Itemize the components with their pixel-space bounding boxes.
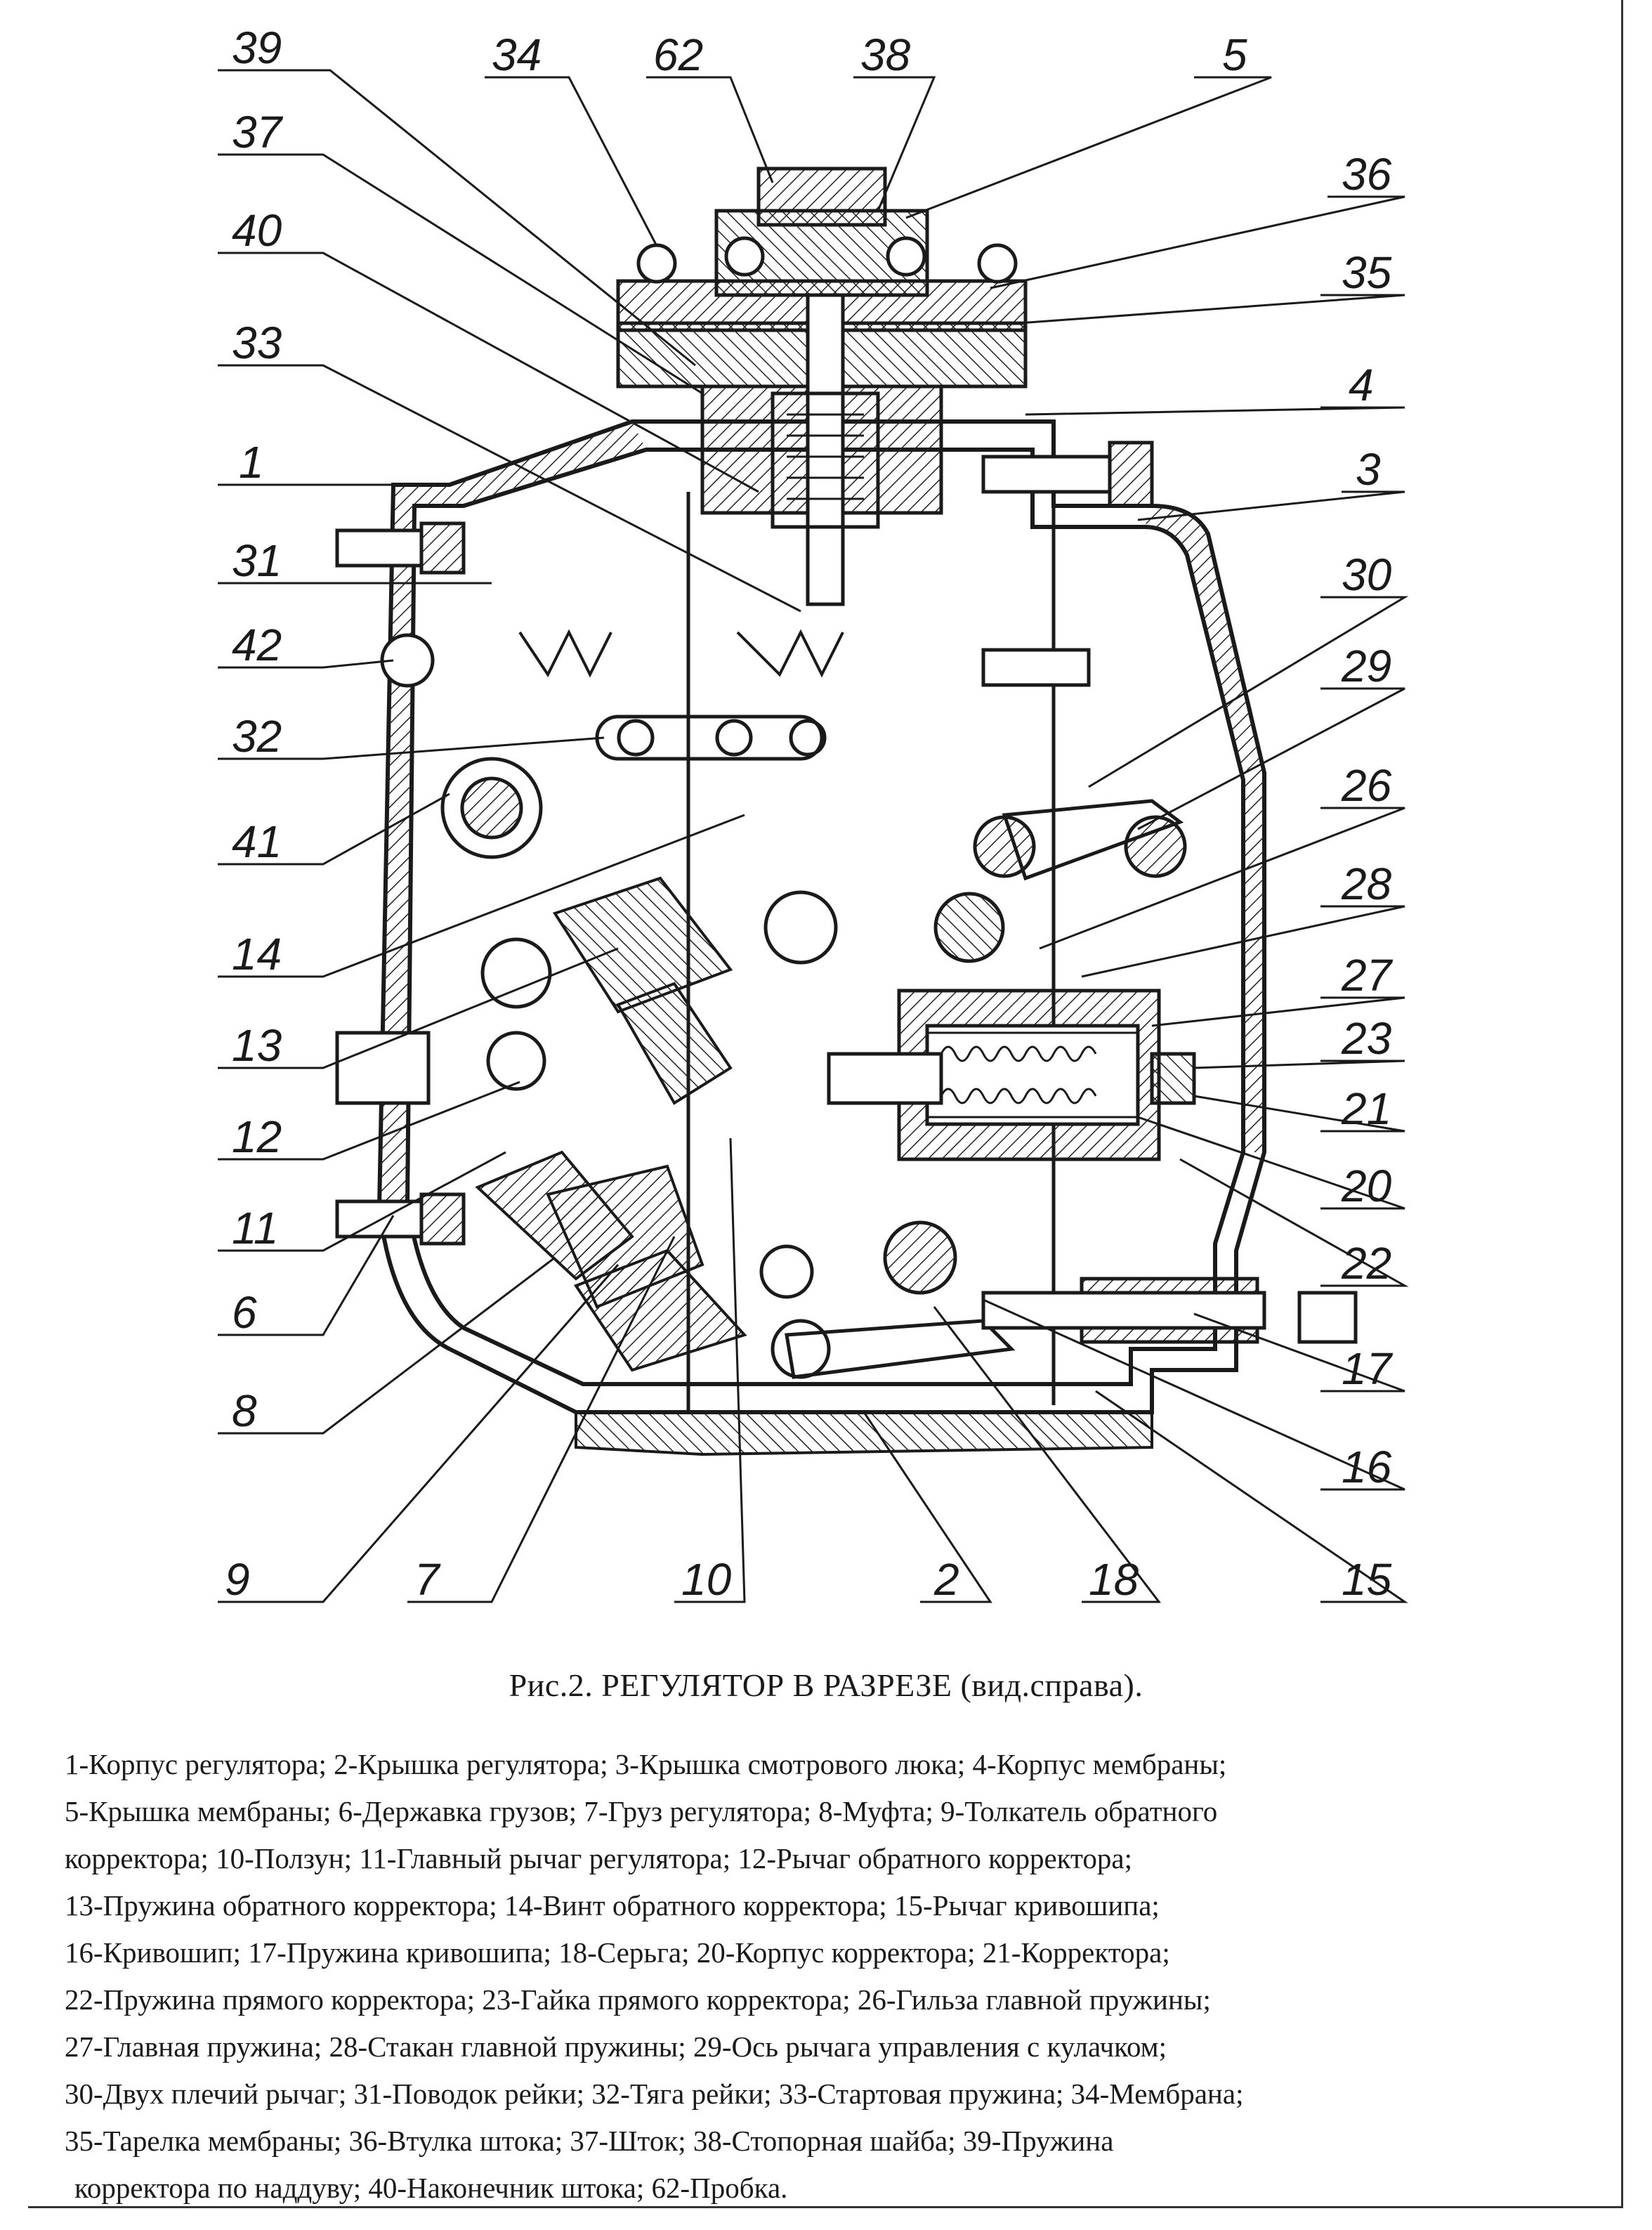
legend-line: 16-Кривошип; 17-Пружина кривошипа; 18-Се… xyxy=(65,1936,1170,1969)
callout-12: 12 xyxy=(232,1111,282,1162)
callout-15: 15 xyxy=(1342,1554,1392,1605)
callout-7: 7 xyxy=(414,1554,441,1605)
callout-32: 32 xyxy=(232,711,282,762)
legend-line: 30-Двух плечий рычаг; 31-Поводок рейки; … xyxy=(65,2078,1244,2110)
callout-13: 13 xyxy=(232,1020,282,1071)
legend-line: 1-Корпус регулятора; 2-Крышка регулятора… xyxy=(65,1748,1227,1780)
callout-36: 36 xyxy=(1342,149,1392,200)
callout-29: 29 xyxy=(1341,641,1391,691)
parts-legend: 1-Корпус регулятора; 2-Крышка регулятора… xyxy=(65,1741,1596,2212)
callout-38: 38 xyxy=(860,30,911,80)
callout-3: 3 xyxy=(1356,444,1381,495)
callout-14: 14 xyxy=(232,929,282,979)
membrane-assembly xyxy=(616,167,1028,606)
frame-bottom-line xyxy=(28,2206,1622,2208)
legend-line: 22-Пружина прямого корректора; 23-Гайка … xyxy=(65,1983,1211,2016)
callout-23: 23 xyxy=(1341,1013,1392,1064)
legend-line: 27-Главная пружина; 28-Стакан главной пр… xyxy=(65,2030,1167,2063)
callout-42: 42 xyxy=(232,620,282,670)
callout-41: 41 xyxy=(232,816,282,867)
housing-wall-hatch xyxy=(379,422,646,1208)
callout-1: 1 xyxy=(239,437,264,488)
callout-31: 31 xyxy=(232,535,282,586)
callout-8: 8 xyxy=(232,1385,257,1436)
callout-37: 37 xyxy=(232,107,284,157)
callout-11: 11 xyxy=(232,1203,278,1253)
legend-line: 13-Пружина обратного корректора; 14-Винт… xyxy=(65,1889,1160,1922)
leader-lines xyxy=(218,69,1409,1603)
callout-2: 2 xyxy=(933,1554,959,1605)
callout-6: 6 xyxy=(232,1287,257,1338)
callout-9: 9 xyxy=(225,1554,250,1605)
callout-18: 18 xyxy=(1089,1554,1139,1605)
callout-33: 33 xyxy=(232,318,282,368)
callout-labels: 39 34 62 38 5 37 36 40 35 33 4 1 3 31 30… xyxy=(225,22,1394,1605)
legend-line: 35-Тарелка мембраны; 36-Втулка штока; 37… xyxy=(65,2125,1114,2157)
left-fittings xyxy=(335,441,1358,1344)
callout-4: 4 xyxy=(1349,360,1374,410)
callout-39: 39 xyxy=(232,22,282,73)
callout-62: 62 xyxy=(653,30,703,80)
callout-17: 17 xyxy=(1342,1343,1394,1394)
callout-30: 30 xyxy=(1342,549,1392,600)
callout-26: 26 xyxy=(1341,760,1392,811)
callout-10: 10 xyxy=(681,1554,732,1605)
legend-line: 5-Крышка мембраны; 6-Державка грузов; 7-… xyxy=(65,1795,1218,1827)
callout-16: 16 xyxy=(1342,1442,1392,1492)
callout-35: 35 xyxy=(1342,247,1392,298)
callout-22: 22 xyxy=(1341,1238,1391,1289)
callout-5: 5 xyxy=(1222,30,1247,80)
legend-line: корректора; 10-Ползун; 11-Главный рычаг … xyxy=(65,1842,1133,1874)
callout-34: 34 xyxy=(492,30,542,80)
callout-40: 40 xyxy=(232,205,282,256)
cover-wall-hatch xyxy=(1145,506,1264,1152)
internal-mechanism xyxy=(440,492,1187,1412)
callout-27: 27 xyxy=(1341,950,1394,1000)
callout-20: 20 xyxy=(1341,1161,1392,1211)
corrector-assembly xyxy=(827,989,1266,1344)
bottom-cover-hatch xyxy=(575,1411,1153,1456)
callout-21: 21 xyxy=(1341,1083,1391,1134)
legend-line: корректора по наддуву; 40-Наконечник што… xyxy=(74,2172,788,2204)
callout-28: 28 xyxy=(1341,859,1392,909)
figure-caption: Рис.2. РЕГУЛЯТОР В РАЗРЕЗЕ (вид.справа). xyxy=(509,1667,1143,1703)
frame-right-line xyxy=(1621,0,1623,2208)
regulator-cross-section-drawing: 39 34 62 38 5 37 36 40 35 33 4 1 3 31 30… xyxy=(218,22,1409,1605)
